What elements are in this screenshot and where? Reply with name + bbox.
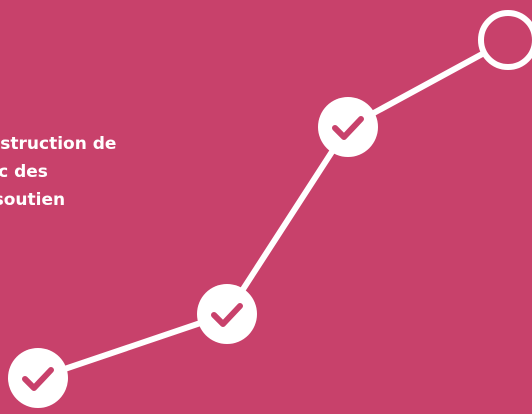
- check-icon: [22, 367, 54, 391]
- headline-line-2: avec des: [0, 162, 48, 182]
- step-2-completed-node: [197, 284, 257, 344]
- headline-line-3: de soutien: [0, 190, 66, 210]
- progress-connector-line: [35, 37, 511, 381]
- empty-circle-icon: [478, 10, 532, 70]
- headline-line-1: Construction de: [0, 134, 117, 154]
- step-4-pending-node: [478, 10, 532, 70]
- step-3-completed-node: [318, 97, 378, 157]
- check-icon: [332, 116, 364, 140]
- headline-text: Construction de avec des de soutien: [0, 130, 214, 214]
- check-icon: [211, 303, 243, 327]
- step-1-completed-node: [8, 348, 68, 408]
